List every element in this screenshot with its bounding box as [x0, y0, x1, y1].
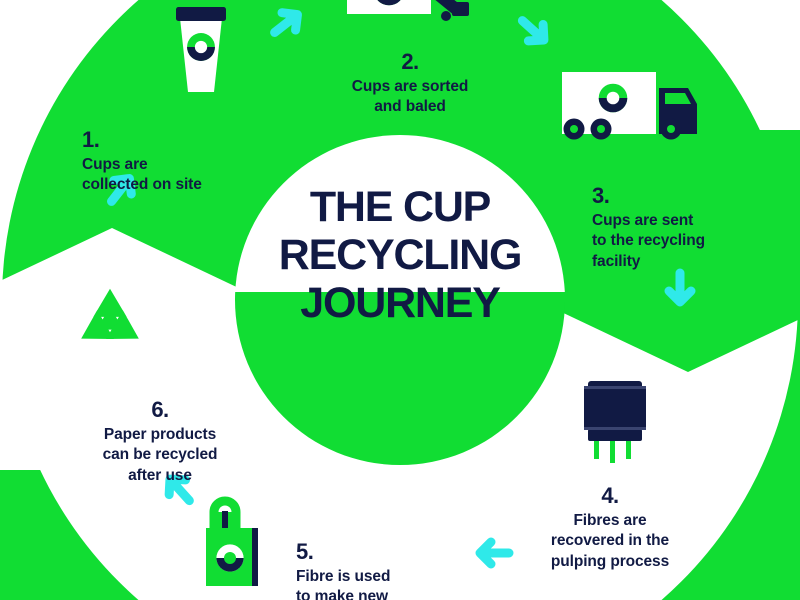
- step-6-number: 6.: [151, 397, 169, 423]
- coffee-cup-icon: [176, 7, 226, 92]
- step-2-text: Cups are sorted and baled: [351, 77, 469, 116]
- step-4-text: Fibres are recovered in the pulping proc…: [550, 511, 670, 570]
- center-circle-bottom: [235, 292, 565, 465]
- center-circle-top: [235, 135, 565, 292]
- step-3-text: Cups are sent to the recycling facility: [592, 211, 705, 270]
- baled-cups-forklift-icon: [347, 0, 469, 21]
- pulping-tank-icon: [584, 381, 646, 463]
- paper-bag-icon: [206, 496, 258, 586]
- delivery-truck-icon: [562, 72, 697, 140]
- step-6-caption: 6. Paper products can be recycled after …: [50, 376, 270, 486]
- step-6-text: Paper products can be recycled after use: [102, 425, 218, 484]
- step-3-number: 3.: [592, 183, 610, 209]
- step-3-caption: 3. Cups are sent to the recycling facili…: [592, 162, 772, 272]
- left-chevron-notch: [0, 228, 264, 470]
- step-5-text: Fibre is used to make new paper products: [296, 567, 391, 600]
- step-2-number: 2.: [401, 49, 419, 75]
- step-1-text: Cups are collected on site: [82, 155, 202, 194]
- right-chevron-notch: [536, 130, 800, 372]
- step-4-number: 4.: [601, 483, 619, 509]
- step-1-number: 1.: [82, 127, 100, 153]
- recycling-symbol-icon: [81, 288, 139, 339]
- step-4-caption: 4. Fibres are recovered in the pulping p…: [510, 462, 710, 572]
- step-5-caption: 5. Fibre is used to make new paper produ…: [296, 518, 486, 600]
- step-1-caption: 1. Cups are collected on site: [82, 106, 282, 196]
- step-5-number: 5.: [296, 539, 314, 565]
- step-2-caption: 2. Cups are sorted and baled: [300, 28, 520, 118]
